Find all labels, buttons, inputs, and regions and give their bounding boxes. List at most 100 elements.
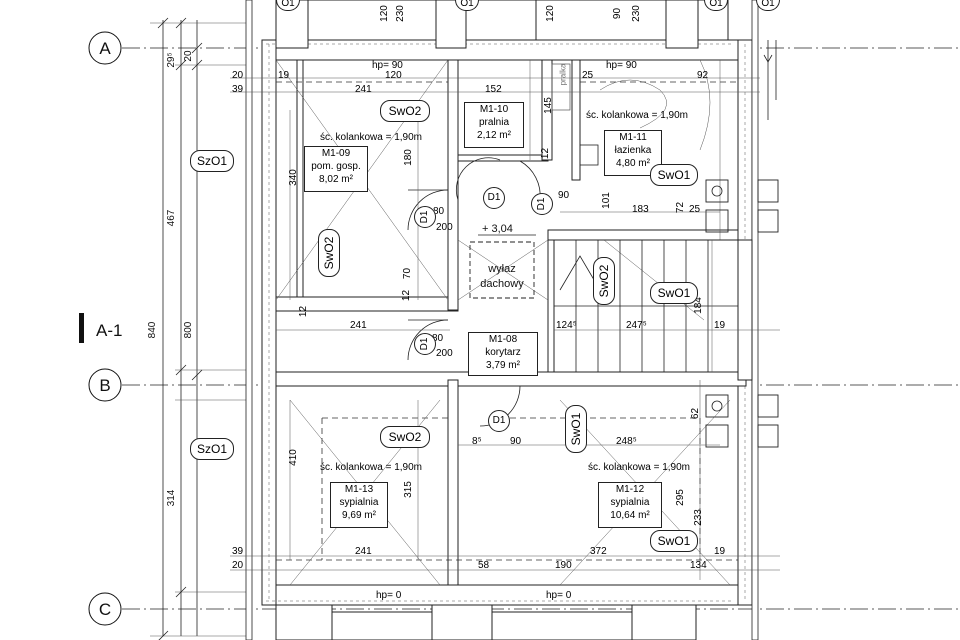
- room-area: 3,79 m²: [486, 360, 520, 371]
- room-name: sypialnia: [339, 497, 379, 508]
- door-tag-d1: D1: [414, 333, 436, 355]
- dim-19-top: 19: [278, 70, 290, 81]
- room-id: M1-09: [321, 148, 351, 159]
- svg-text:dachowy: dachowy: [480, 278, 524, 290]
- dim-230-t1: 230: [394, 5, 406, 22]
- svg-text:29⁵: 29⁵: [166, 52, 177, 67]
- dim-120-t1: 120: [378, 5, 390, 22]
- svg-text:+ 3,04: + 3,04: [482, 223, 513, 235]
- dim-12-a: 12: [298, 305, 310, 318]
- outer-walls: [245, 0, 759, 640]
- dim-80: 80: [433, 206, 445, 217]
- dim-72: 72: [675, 201, 687, 214]
- room-label-m1-09: M1-09 pom. gosp. 8,02 m²: [304, 146, 368, 192]
- roof-hatch: wyłaz dachowy: [469, 241, 535, 299]
- window-tag-sw01-vertical: SwO1: [565, 405, 587, 453]
- dim-80-b: 80: [432, 333, 444, 344]
- room-area: 4,80 m²: [616, 158, 650, 169]
- dim-25-mid: 25: [689, 204, 701, 215]
- axis-bubble-a: A: [88, 31, 122, 65]
- svg-text:wyłaz: wyłaz: [487, 263, 516, 275]
- dim-90-c: 90: [558, 190, 570, 201]
- hp-label-4: hp= 0: [546, 590, 572, 601]
- dim-134: 134: [690, 560, 707, 571]
- dim-340: 340: [287, 169, 299, 186]
- dim-190: 190: [555, 560, 572, 571]
- pralka-label: pralka: [558, 63, 568, 86]
- hp-label-3: hp= 0: [376, 590, 402, 601]
- dim-39-bottom: 39: [232, 546, 244, 557]
- dim-62: 62: [690, 407, 702, 420]
- dim-152-top: 152: [485, 84, 502, 95]
- knee-wall-note-2: śc. kolankowa = 1,90m: [586, 110, 688, 121]
- door-tag-d1: D1: [414, 206, 436, 228]
- window-tag-sz01: SzO1: [190, 438, 234, 460]
- hp-label-2: hp= 90: [606, 60, 637, 71]
- dim-70: 70: [402, 267, 414, 280]
- window-tag-sw01: SwO1: [650, 530, 698, 552]
- room-id: M1-10: [479, 104, 509, 115]
- room-label-m1-13: M1-13 sypialnia 9,69 m²: [330, 482, 388, 528]
- svg-text:B: B: [99, 376, 110, 395]
- interior-walls: [275, 59, 753, 586]
- dim-19-bottom: 19: [714, 546, 726, 557]
- room-area: 8,02 m²: [319, 174, 353, 185]
- window-tag-sw02: SwO2: [380, 100, 430, 122]
- window-tag-sw02-vertical: SwO2: [593, 257, 615, 305]
- dim-120-top: 120: [385, 70, 402, 81]
- room-area: 2,12 m²: [477, 130, 511, 141]
- room-name: łazienka: [614, 145, 652, 156]
- bottom-windows: [275, 604, 697, 640]
- svg-text:A-1: A-1: [96, 321, 122, 340]
- dim-92-top: 92: [697, 70, 709, 81]
- svg-text:314: 314: [166, 489, 177, 506]
- dim-58: 58: [478, 560, 490, 571]
- room-label-m1-10: M1-10 pralnia 2,12 m²: [464, 102, 524, 148]
- svg-text:20: 20: [183, 50, 194, 62]
- knee-wall-note-4: śc. kolankowa = 1,90m: [588, 462, 690, 473]
- door-tag-d1: D1: [488, 410, 510, 432]
- window-tag-sw01: SwO1: [650, 282, 698, 304]
- axis-bubble-c: C: [88, 592, 122, 626]
- dim-20-top: 20: [232, 70, 244, 81]
- knee-wall-note-3: śc. kolankowa = 1,90m: [320, 462, 422, 473]
- window-tag-sw01: SwO1: [650, 164, 698, 186]
- knee-wall-note-1: śc. kolankowa = 1,90m: [320, 132, 422, 143]
- svg-text:840: 840: [147, 321, 158, 338]
- room-area: 10,64 m²: [610, 510, 650, 521]
- left-dimensions: 840 467 314 29⁵ 20 800: [147, 17, 246, 640]
- dim-200-a: 200: [436, 222, 453, 233]
- axis-bubble-b: B: [88, 368, 122, 402]
- dim-233: 233: [692, 509, 704, 526]
- svg-text:C: C: [99, 600, 111, 619]
- dim-124: 124⁵: [556, 320, 577, 331]
- dim-241-bottom: 241: [355, 546, 372, 557]
- dim-248: 248⁵: [616, 436, 637, 447]
- dim-241-mid: 241: [350, 320, 367, 331]
- dim-183: 183: [632, 204, 649, 215]
- dim-19-mid: 19: [714, 320, 726, 331]
- window-tag-sw02-vertical: SwO2: [318, 229, 340, 277]
- section-marker: A-1: [79, 313, 122, 343]
- dim-410: 410: [287, 449, 299, 466]
- dim-372: 372: [590, 546, 607, 557]
- door-tag-d1: D1: [531, 193, 553, 215]
- top-windows: [275, 0, 729, 49]
- room-area: 9,69 m²: [342, 510, 376, 521]
- dim-8: 8⁵: [472, 436, 482, 447]
- room-name: sypialnia: [610, 497, 650, 508]
- staircase: [553, 239, 739, 373]
- room-id: M1-13: [344, 484, 374, 495]
- fixtures: [551, 59, 729, 448]
- dim-200-b: 200: [436, 348, 453, 359]
- room-label-m1-08: M1-08 korytarz 3,79 m²: [468, 332, 538, 376]
- room-name: pom. gosp.: [311, 161, 361, 172]
- room-label-m1-12: M1-12 sypialnia 10,64 m²: [598, 482, 662, 528]
- dim-90-mid: 90: [510, 436, 522, 447]
- window-tag-sw02: SwO2: [380, 426, 430, 448]
- dim-230-t2: 230: [630, 5, 642, 22]
- dim-25-top: 25: [582, 70, 594, 81]
- dim-180: 180: [402, 149, 414, 166]
- adjacent-unit: [757, 40, 779, 448]
